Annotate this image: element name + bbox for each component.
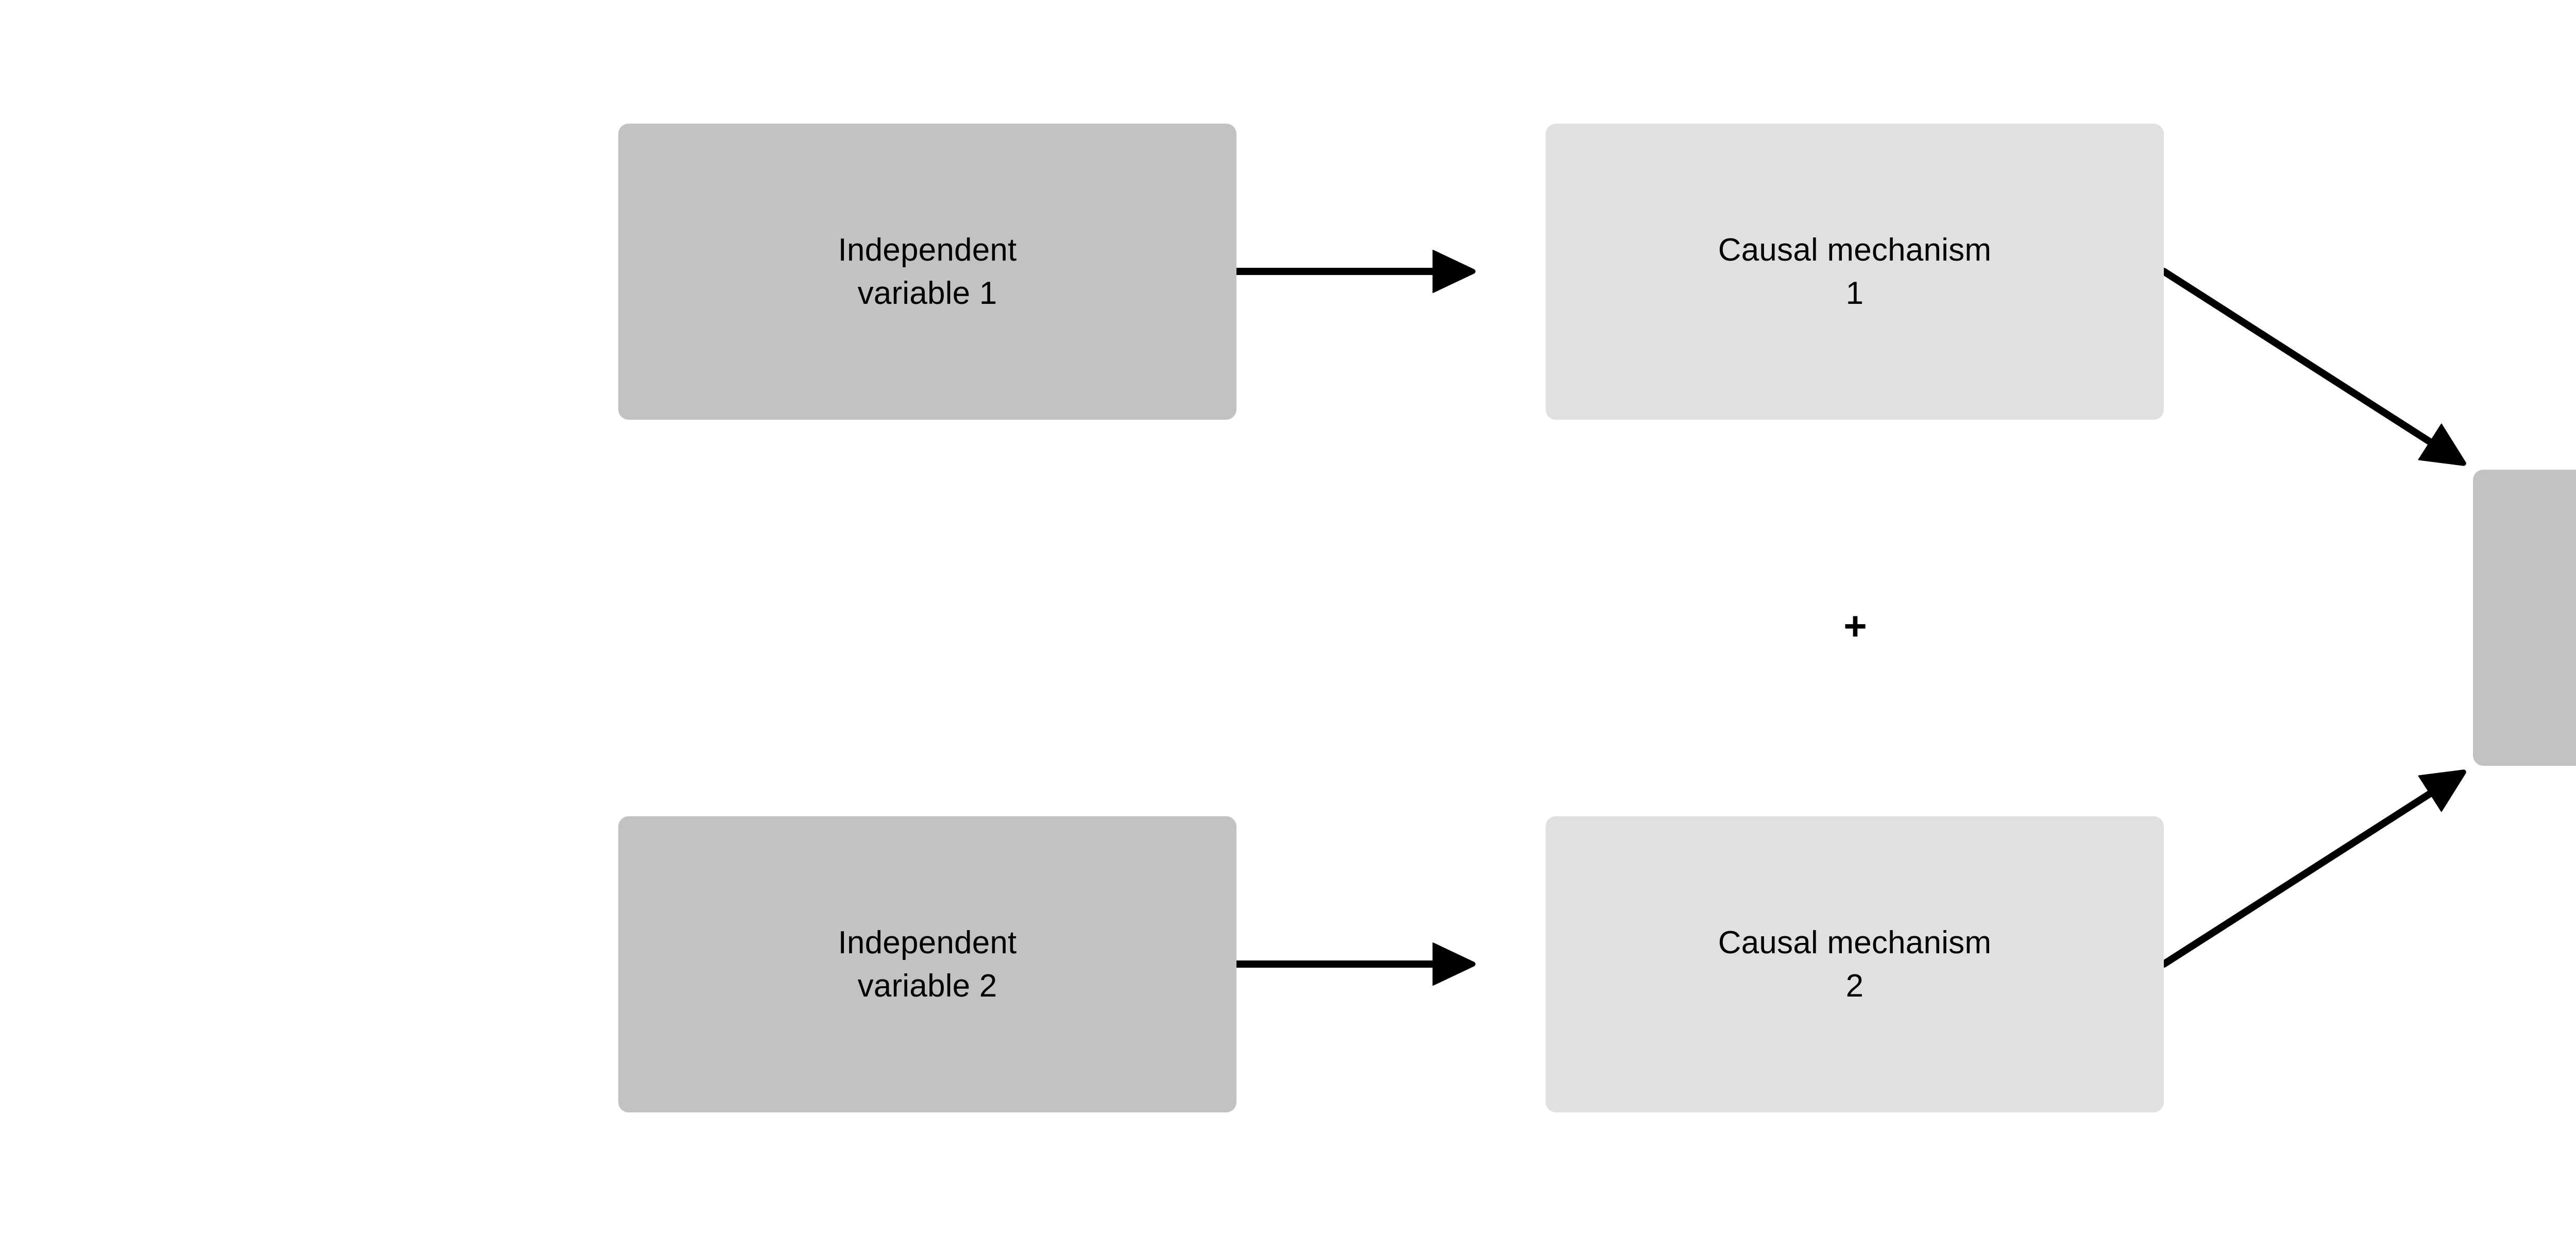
node-causal-mechanism-2[interactable]: Causal mechanism 2	[1546, 816, 2164, 1112]
node-independent-variable-2[interactable]: Independent variable 2	[618, 816, 1236, 1112]
plus-operator-symbol: +	[1843, 603, 1867, 648]
node-label-causal-mechanism-1: Causal mechanism 1	[1718, 232, 1992, 311]
edge-mech2-to-dv	[2160, 774, 2461, 968]
node-independent-variable-1[interactable]: Independent variable 1	[618, 124, 1236, 420]
node-dependent-variable[interactable]: Dependent variable	[2473, 470, 2576, 766]
node-label-independent-variable-1: Independent variable 1	[838, 232, 1017, 311]
edge-mech1-to-dv	[2160, 268, 2461, 461]
node-label-causal-mechanism-2: Causal mechanism 2	[1718, 925, 1992, 1004]
node-label-independent-variable-2: Independent variable 2	[838, 925, 1017, 1004]
node-causal-mechanism-1[interactable]: Causal mechanism 1	[1546, 124, 2164, 420]
